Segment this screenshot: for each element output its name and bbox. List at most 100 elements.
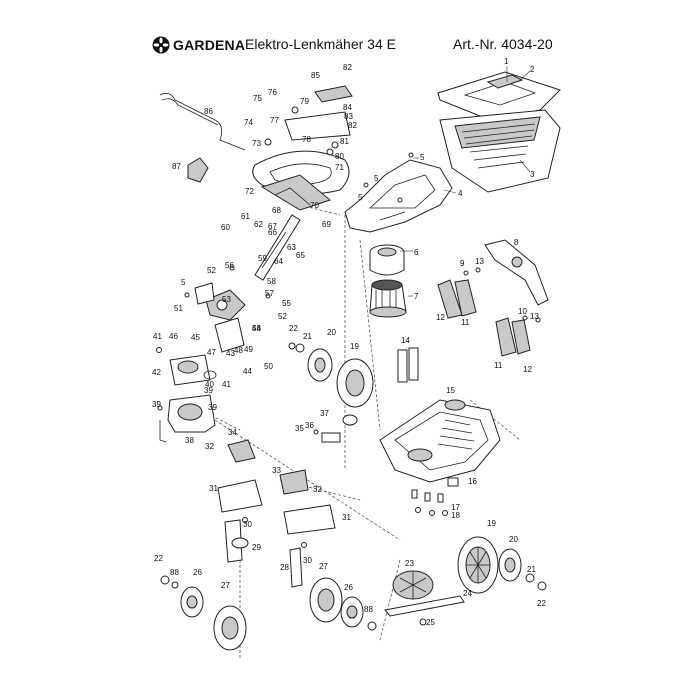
part-label: 20 [327,328,336,337]
motor-fan-cover [369,252,405,276]
gardena-flower-logo-icon [152,36,170,54]
part-label: 25 [426,618,435,627]
part-label: 55 [282,299,291,308]
part-label: 80 [335,152,344,161]
part-label: 21 [527,565,536,574]
part-label: 30 [303,556,312,565]
part-label: 78 [302,135,311,144]
part-label: 12 [523,365,532,374]
part-label: 39 [208,403,217,412]
cutting-blade [384,595,465,617]
part-label: 14 [401,336,410,345]
part-label: 59 [258,254,267,263]
part-label: 27 [319,562,328,571]
drawing-header: GARDENA Elektro-Lenkmäher 34 E Art.-Nr. … [0,0,700,60]
part-label: 5 [374,174,379,183]
part-label: 6 [414,248,419,257]
adjust-rack-rear [495,317,517,357]
part-label: 35 [295,424,304,433]
part-label: 87 [172,162,181,171]
part-label: 79 [300,97,309,106]
part-label: 49 [244,345,253,354]
part-label: 40 [205,380,214,389]
part-label: 66 [268,228,277,237]
part-label: 60 [221,223,230,232]
part-label: 13 [475,257,484,266]
part-label: 88 [170,568,179,577]
part-label: 34 [228,428,237,437]
part-label: 32 [313,485,322,494]
part-label: 16 [468,477,477,486]
swivel-bracket [227,439,256,463]
part-label: 64 [274,257,283,266]
part-label: 10 [518,307,527,316]
part-label: 50 [264,362,273,371]
part-label: 31 [342,513,351,522]
drive-housing-assembly [156,347,358,443]
part-label: 1 [504,57,509,66]
part-label: 44 [243,367,252,376]
part-label: 74 [244,118,253,127]
part-label: 76 [268,88,277,97]
part-label: 41 [222,380,231,389]
rear-cover [344,159,453,233]
part-label: 11 [461,318,470,327]
part-label: 11 [494,361,503,370]
part-label: 67 [268,222,277,231]
part-label: 29 [252,543,261,552]
part-label: 36 [305,421,314,430]
part-label: 86 [204,107,213,116]
part-label: 31 [209,484,218,493]
height-lever [484,239,549,306]
part-label: 52 [207,266,216,275]
part-label: 22 [537,599,546,608]
part-label: 72 [245,187,254,196]
steering-tube [254,214,301,281]
part-label: 5 [420,153,425,162]
part-label: 24 [463,589,472,598]
part-label: 77 [270,116,279,125]
brand-name: GARDENA [173,37,246,53]
part-label: 48 [234,346,243,355]
part-label: 82 [343,63,352,72]
article-number: Art.-Nr. 4034-20 [453,36,553,52]
part-label: 23 [405,559,414,568]
part-label: 17 [451,503,460,512]
part-label: 75 [253,94,262,103]
part-label: 58 [267,277,276,286]
part-label: 52 [278,312,287,321]
baffle-plates [397,347,419,383]
part-label: 39 [152,400,161,409]
cable-clip [187,157,209,183]
part-label: 5 [181,278,186,287]
part-label: 33 [272,466,281,475]
part-label: 85 [311,71,320,80]
catcher-handle [486,74,524,89]
rear-wheel-right [457,536,547,594]
front-swivel-assembly [160,439,377,651]
part-label: 88 [364,605,373,614]
part-label: 82 [348,121,357,130]
part-label: 32 [205,442,214,451]
part-label: 15 [446,386,455,395]
height-adjust-assembly [437,239,549,357]
part-label: 2 [530,65,535,74]
part-label: 57 [265,289,274,298]
part-label: 22 [289,324,298,333]
part-label: 30 [243,520,252,529]
part-label: 53 [222,295,231,304]
part-label: 21 [303,332,312,341]
grass-catcher-assembly [437,71,561,193]
part-label: 5 [358,193,363,202]
part-label: 70 [310,201,319,210]
part-label: 81 [340,137,349,146]
part-label: 13 [530,312,539,321]
part-label: 65 [296,251,305,260]
part-label: 68 [272,206,281,215]
brand-logo: GARDENA [152,36,245,54]
steering-column-assembly [159,85,353,353]
cutting-blade-assembly [384,570,465,626]
part-label: 47 [207,348,216,357]
motor-assembly [369,244,407,318]
mower-deck [379,399,501,516]
